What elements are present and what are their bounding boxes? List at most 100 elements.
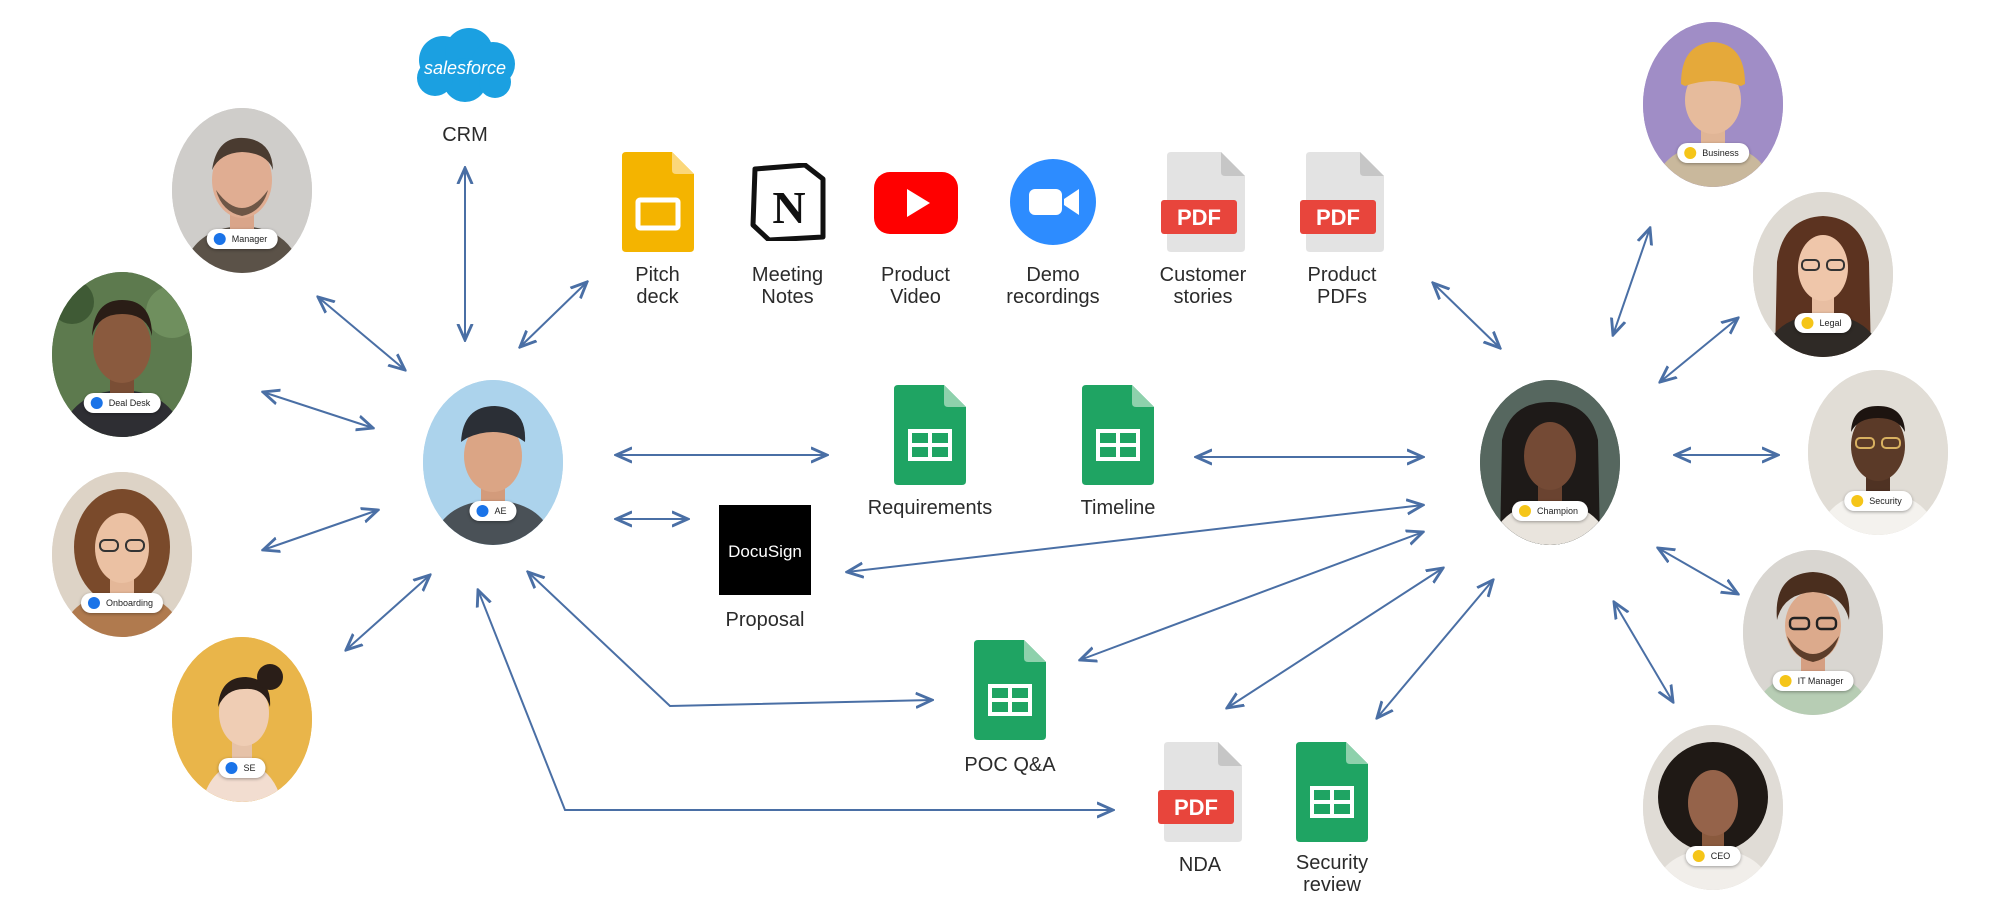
tool-nda: PDF NDA bbox=[1150, 742, 1250, 876]
pitch-deck-label: Pitch deck bbox=[635, 264, 680, 308]
person-onboarding: Onboarding bbox=[52, 472, 192, 637]
role-dot bbox=[1518, 505, 1531, 517]
demo-recordings-label: Demo recordings bbox=[1006, 264, 1100, 308]
tool-product-pdfs: PDF Product PDFs bbox=[1282, 152, 1402, 308]
poc-qa-label: POC Q&A bbox=[964, 754, 1056, 776]
requirements-label: Requirements bbox=[867, 497, 993, 519]
tool-security-review: Security review bbox=[1272, 742, 1392, 896]
arrow-ae-dealdesk bbox=[263, 392, 373, 428]
role-tag: Champion bbox=[1511, 501, 1589, 521]
role-tag: CEO bbox=[1685, 846, 1741, 866]
portrait-security bbox=[1808, 370, 1948, 535]
google-sheets-icon bbox=[1082, 385, 1154, 485]
role-tag: Onboarding bbox=[80, 593, 164, 613]
arrow-ae-pitchdeck bbox=[520, 282, 587, 347]
role-tag: SE bbox=[218, 758, 266, 778]
role-label: CEO bbox=[1710, 851, 1731, 861]
role-tag: Security bbox=[1844, 491, 1912, 511]
tool-demo-recordings: Demo recordings bbox=[988, 158, 1118, 308]
salesforce-cloud-icon: salesforce bbox=[417, 28, 515, 102]
role-tag: Deal Desk bbox=[83, 393, 161, 413]
arrow-ae-onboarding bbox=[263, 510, 378, 550]
person-champion: Champion bbox=[1480, 380, 1620, 545]
role-tag: AE bbox=[469, 501, 517, 521]
tool-poc-qa: POC Q&A bbox=[945, 640, 1075, 776]
role-tag: Legal bbox=[1794, 313, 1852, 333]
role-dot bbox=[1692, 850, 1705, 862]
role-tag: IT Manager bbox=[1772, 671, 1854, 691]
arrow-champion-pocqa bbox=[1080, 532, 1423, 660]
person-it-manager: IT Manager bbox=[1743, 550, 1883, 715]
notion-glyph: N bbox=[772, 182, 805, 233]
role-label: SE bbox=[243, 763, 256, 773]
arrow-champion-ceo bbox=[1614, 602, 1673, 702]
salesforce-logo-text: salesforce bbox=[424, 58, 506, 78]
person-ceo: CEO bbox=[1643, 725, 1783, 890]
role-label: Deal Desk bbox=[108, 398, 151, 408]
person-deal-desk: Deal Desk bbox=[52, 272, 192, 437]
person-manager: Manager bbox=[172, 108, 312, 273]
product-video-label: Product Video bbox=[881, 264, 950, 308]
nda-label: NDA bbox=[1178, 854, 1222, 876]
role-label: Business bbox=[1702, 148, 1739, 158]
pdf-icon: PDF bbox=[1161, 152, 1245, 252]
google-sheets-icon bbox=[1296, 742, 1368, 842]
person-business: Business bbox=[1643, 22, 1783, 187]
arrow-productpdfs-champion bbox=[1433, 283, 1500, 348]
docusign-logo-text: DocuSign bbox=[728, 542, 802, 561]
role-dot bbox=[213, 233, 226, 245]
person-security: Security bbox=[1808, 370, 1948, 535]
google-sheets-icon bbox=[974, 640, 1046, 740]
tool-proposal: DocuSign Proposal bbox=[710, 505, 820, 631]
role-label: Security bbox=[1869, 496, 1902, 506]
security-review-label: Security review bbox=[1295, 852, 1369, 896]
role-label: AE bbox=[494, 506, 507, 516]
role-label: IT Manager bbox=[1797, 676, 1844, 686]
role-dot bbox=[225, 762, 238, 774]
proposal-label: Proposal bbox=[725, 609, 805, 631]
pdf-badge: PDF bbox=[1316, 205, 1360, 230]
role-tag: Manager bbox=[206, 229, 278, 249]
arrow-champion-security bbox=[1377, 580, 1493, 718]
customer-stories-label: Customer stories bbox=[1159, 264, 1247, 308]
arrow-champion-legal bbox=[1660, 318, 1738, 382]
arrow-ae-se bbox=[346, 575, 430, 650]
role-dot bbox=[476, 505, 489, 517]
google-sheets-icon bbox=[894, 385, 966, 485]
notion-icon: N bbox=[750, 163, 825, 241]
role-label: Legal bbox=[1819, 318, 1842, 328]
role-dot bbox=[90, 397, 103, 409]
crm-label: CRM bbox=[442, 124, 488, 146]
role-dot bbox=[87, 597, 100, 609]
person-se: SE bbox=[172, 637, 312, 802]
role-label: Manager bbox=[231, 234, 268, 244]
timeline-label: Timeline bbox=[1080, 497, 1156, 519]
crm-node: salesforce CRM bbox=[400, 24, 530, 146]
role-dot bbox=[1851, 495, 1864, 507]
docusign-icon: DocuSign bbox=[719, 505, 811, 595]
role-dot bbox=[1801, 317, 1814, 329]
role-dot bbox=[1684, 147, 1697, 159]
tool-product-video: Product Video bbox=[858, 172, 973, 308]
role-tag: Business bbox=[1677, 143, 1749, 163]
tool-requirements: Requirements bbox=[855, 385, 1005, 519]
meeting-notes-label: Meeting Notes bbox=[751, 264, 824, 308]
google-slides-icon bbox=[621, 152, 694, 252]
pdf-badge: PDF bbox=[1174, 795, 1218, 820]
zoom-icon bbox=[1010, 159, 1096, 245]
pdf-icon: PDF bbox=[1300, 152, 1384, 252]
tool-meeting-notes: N Meeting Notes bbox=[730, 163, 845, 308]
pdf-icon: PDF bbox=[1158, 742, 1242, 842]
pdf-badge: PDF bbox=[1177, 205, 1221, 230]
tool-customer-stories: PDF Customer stories bbox=[1138, 152, 1268, 308]
tool-timeline: Timeline bbox=[1058, 385, 1178, 519]
arrow-champion-nda bbox=[1227, 568, 1443, 708]
role-label: Onboarding bbox=[105, 598, 154, 608]
person-legal: Legal bbox=[1753, 192, 1893, 357]
youtube-icon bbox=[873, 172, 958, 234]
person-ae: AE bbox=[423, 380, 563, 545]
arrow-ae-nda bbox=[478, 590, 1113, 810]
arrow-champion-itmanager bbox=[1658, 548, 1738, 594]
